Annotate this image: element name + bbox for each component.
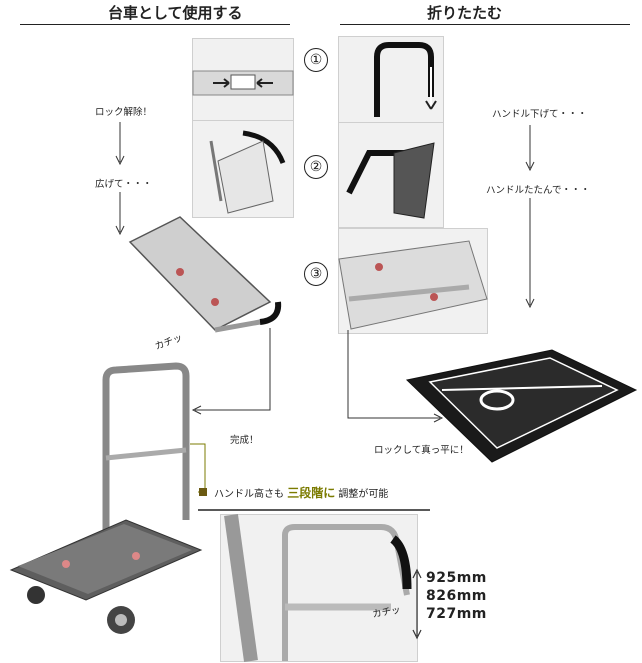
handle-folding-icon	[346, 142, 435, 219]
height-value-high: 925mm	[426, 570, 487, 586]
lock-release-illustration	[192, 38, 294, 122]
assembled-cart-illustration	[9, 362, 203, 634]
height-note-marker	[199, 488, 207, 496]
lock-flat-illustration	[338, 228, 488, 334]
height-note-emphasis: 三段階に	[287, 486, 336, 500]
step-number-1: ①	[304, 48, 328, 72]
handle-down-illustration	[338, 36, 444, 124]
lock-release-label: ロック解除！	[95, 107, 153, 118]
unfolding-cart-illustration	[128, 216, 282, 333]
lock-flat-label: ロックして真っ平に！	[374, 445, 469, 456]
platform-lock-icon	[338, 240, 488, 330]
handle-fold-illustration	[338, 122, 444, 228]
height-note-suffix: 調整が可能	[338, 489, 389, 500]
height-value-low: 727mm	[426, 606, 487, 622]
height-dimension-arrow	[412, 568, 422, 640]
folded-flat-cart-illustration	[405, 349, 638, 463]
handle-height-illustration	[220, 514, 418, 662]
step-number-2: ②	[304, 155, 328, 179]
folding-frame-icon	[209, 130, 286, 214]
handle-fold-label: ハンドルたたんで・・・	[486, 185, 591, 196]
lock-mechanism-icon	[192, 70, 294, 96]
handle-lowering-icon	[374, 42, 437, 117]
height-note-prefix: ハンドル高さも	[214, 489, 284, 500]
spread-frame-illustration	[192, 120, 294, 218]
handle-grip-icon	[224, 514, 412, 662]
right-section-title: 折りたたむ	[427, 4, 503, 22]
left-title-underline	[20, 24, 290, 25]
spread-label: 広げて・・・	[95, 179, 153, 190]
height-value-mid: 826mm	[426, 588, 487, 604]
right-title-underline	[340, 24, 630, 25]
left-section-title: 台車として使用する	[108, 4, 243, 22]
height-adjust-note: ハンドル高さも 三段階に 調整が可能	[214, 484, 388, 501]
complete-label: 完成！	[230, 435, 259, 446]
step-number-3: ③	[304, 262, 328, 286]
handle-down-label: ハンドル下げて・・・	[492, 109, 588, 120]
